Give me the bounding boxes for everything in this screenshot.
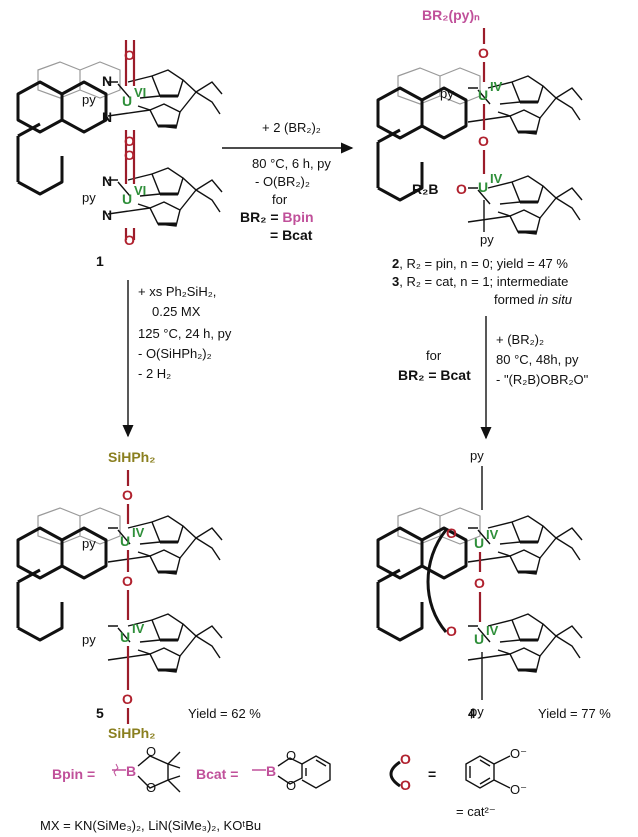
reagent-label: + 2 (BR₂)₂ (262, 120, 321, 135)
oxo-o: O (124, 232, 135, 248)
py-label: py (82, 92, 96, 107)
byproduct-label: - "(R₂B)OBR₂O" (496, 372, 589, 387)
bcat-condition: BR₂ = Bcat (398, 367, 471, 383)
uranium-label: U (122, 93, 132, 109)
svg-text:O: O (146, 780, 156, 795)
oxo-o: O (124, 133, 135, 149)
svg-text:IV: IV (490, 171, 503, 186)
svg-text:O: O (446, 525, 457, 541)
yield-label: Yield = 77 % (538, 706, 611, 721)
svg-text:IV: IV (132, 525, 145, 540)
nitrogen-label: N (102, 207, 112, 223)
byproduct-label: - O(BR₂)₂ (255, 174, 310, 189)
bpin-condition: BR₂ = Bpin (240, 209, 314, 225)
reagent-label: + (BR₂)₂ (496, 332, 544, 347)
svg-text:O: O (474, 575, 485, 591)
caption-3b: formed in situ (494, 292, 572, 307)
byproduct-label: - O(SiHPh₂)₂ (138, 346, 212, 361)
uranium-label: U (474, 535, 484, 551)
legend: Bpin = B O O Bcat = B O O O O = (40, 744, 527, 833)
svg-text:O: O (122, 573, 133, 589)
oxo-o: O (124, 47, 135, 63)
bcat-condition: = Bcat (270, 227, 313, 243)
svg-text:O: O (400, 777, 411, 793)
bcat-legend: Bcat = (196, 766, 238, 782)
svg-text:IV: IV (132, 621, 145, 636)
equals-sign: = (428, 766, 436, 782)
svg-text:B: B (266, 763, 276, 779)
svg-text:O: O (286, 778, 296, 793)
condition-label: 80 °C, 6 h, py (252, 156, 331, 171)
svg-text:O: O (446, 623, 457, 639)
svg-text:IV: IV (486, 527, 499, 542)
silyl-group: SiHPh₂ (108, 449, 155, 465)
bpin-structure: B O O (112, 744, 181, 795)
compound-5: SiHPh₂ O U IV O U IV O SiHPh₂ py py 5 Yi… (16, 449, 261, 741)
svg-text:O: O (286, 748, 296, 763)
yield-label: Yield = 62 % (188, 706, 261, 721)
svg-text:IV: IV (486, 623, 499, 638)
bcat-structure: B O O (252, 748, 331, 793)
compound-2-3-captions: 2, R₂ = pin, n = 0; yield = 47 % 3, R₂ =… (392, 256, 572, 307)
py-label: py (440, 86, 454, 101)
oxo-o: O (124, 147, 135, 163)
nitrogen-label: N (102, 109, 112, 125)
svg-text:O⁻: O⁻ (510, 746, 527, 761)
compound-number: 4 (468, 705, 476, 721)
py-label: py (470, 704, 484, 719)
mx-definition: MX = KN(SiMe₃)₂, LiN(SiMe₃)₂, KOᵗBu (40, 818, 261, 833)
reagent-label: + xs Ph₂SiH₂, (138, 284, 216, 299)
uranium-label: U (478, 87, 488, 103)
byproduct-label: - 2 H₂ (138, 366, 171, 381)
py-label: py (82, 190, 96, 205)
compound-4: py U IV O U IV py O O 4 Yield = 77 % (376, 448, 611, 721)
py-label: py (82, 536, 96, 551)
compound-number: 1 (96, 253, 104, 269)
svg-text:O: O (146, 744, 156, 759)
svg-text:B: B (126, 763, 136, 779)
for-label: for (272, 192, 288, 207)
silyl-group: SiHPh₂ (108, 725, 155, 741)
py-label: py (480, 232, 494, 247)
uranium-label: U (478, 179, 488, 195)
nitrogen-label: N (102, 173, 112, 189)
oxidation-state: VI (134, 85, 146, 100)
bpin-legend: Bpin = (52, 766, 95, 782)
reagent-label: 0.25 MX (152, 304, 201, 319)
svg-text:O: O (478, 133, 489, 149)
compound-2: BR₂(py)ₙ O U IV O U IV R₂B O py py (376, 7, 584, 247)
caption-3: 3, R₂ = cat, n = 1; intermediate (392, 274, 568, 289)
arrow-top: + 2 (BR₂)₂ 80 °C, 6 h, py - O(BR₂)₂ for … (222, 120, 354, 243)
for-label: for (426, 348, 442, 363)
uranium-label: U (120, 533, 130, 549)
nitrogen-label: N (102, 73, 112, 89)
compound-number: 5 (96, 705, 104, 721)
cat-dianion-label: = cat²⁻ (456, 804, 496, 819)
catecholate-ring: O⁻ O⁻ (465, 746, 527, 797)
uranium-label: U (474, 631, 484, 647)
uranium-label: U (122, 191, 132, 207)
py-label: py (470, 448, 484, 463)
condition-label: 125 °C, 24 h, py (138, 326, 232, 341)
arrow-right: for BR₂ = Bcat + (BR₂)₂ 80 °C, 48h, py -… (398, 316, 589, 440)
arrow-left: + xs Ph₂SiH₂, 0.25 MX 125 °C, 24 h, py -… (122, 280, 232, 438)
svg-text:O⁻: O⁻ (510, 782, 527, 797)
uranium-label: U (120, 629, 130, 645)
compound-1: O O O O U VI U VI py py N N N N 1 (16, 40, 224, 269)
r2b-group: R₂B (412, 181, 438, 197)
svg-text:O: O (122, 691, 133, 707)
boryl-group: BR₂(py)ₙ (422, 7, 480, 23)
svg-text:O: O (478, 45, 489, 61)
svg-text:O: O (122, 487, 133, 503)
condition-label: 80 °C, 48h, py (496, 352, 579, 367)
caption-2: 2, R₂ = pin, n = 0; yield = 47 % (392, 256, 568, 271)
svg-text:O: O (400, 751, 411, 767)
catecholate-bracket: O O (389, 751, 411, 793)
svg-text:IV: IV (490, 79, 503, 94)
py-label: py (82, 632, 96, 647)
svg-text:O: O (456, 181, 467, 197)
oxidation-state: VI (134, 183, 146, 198)
